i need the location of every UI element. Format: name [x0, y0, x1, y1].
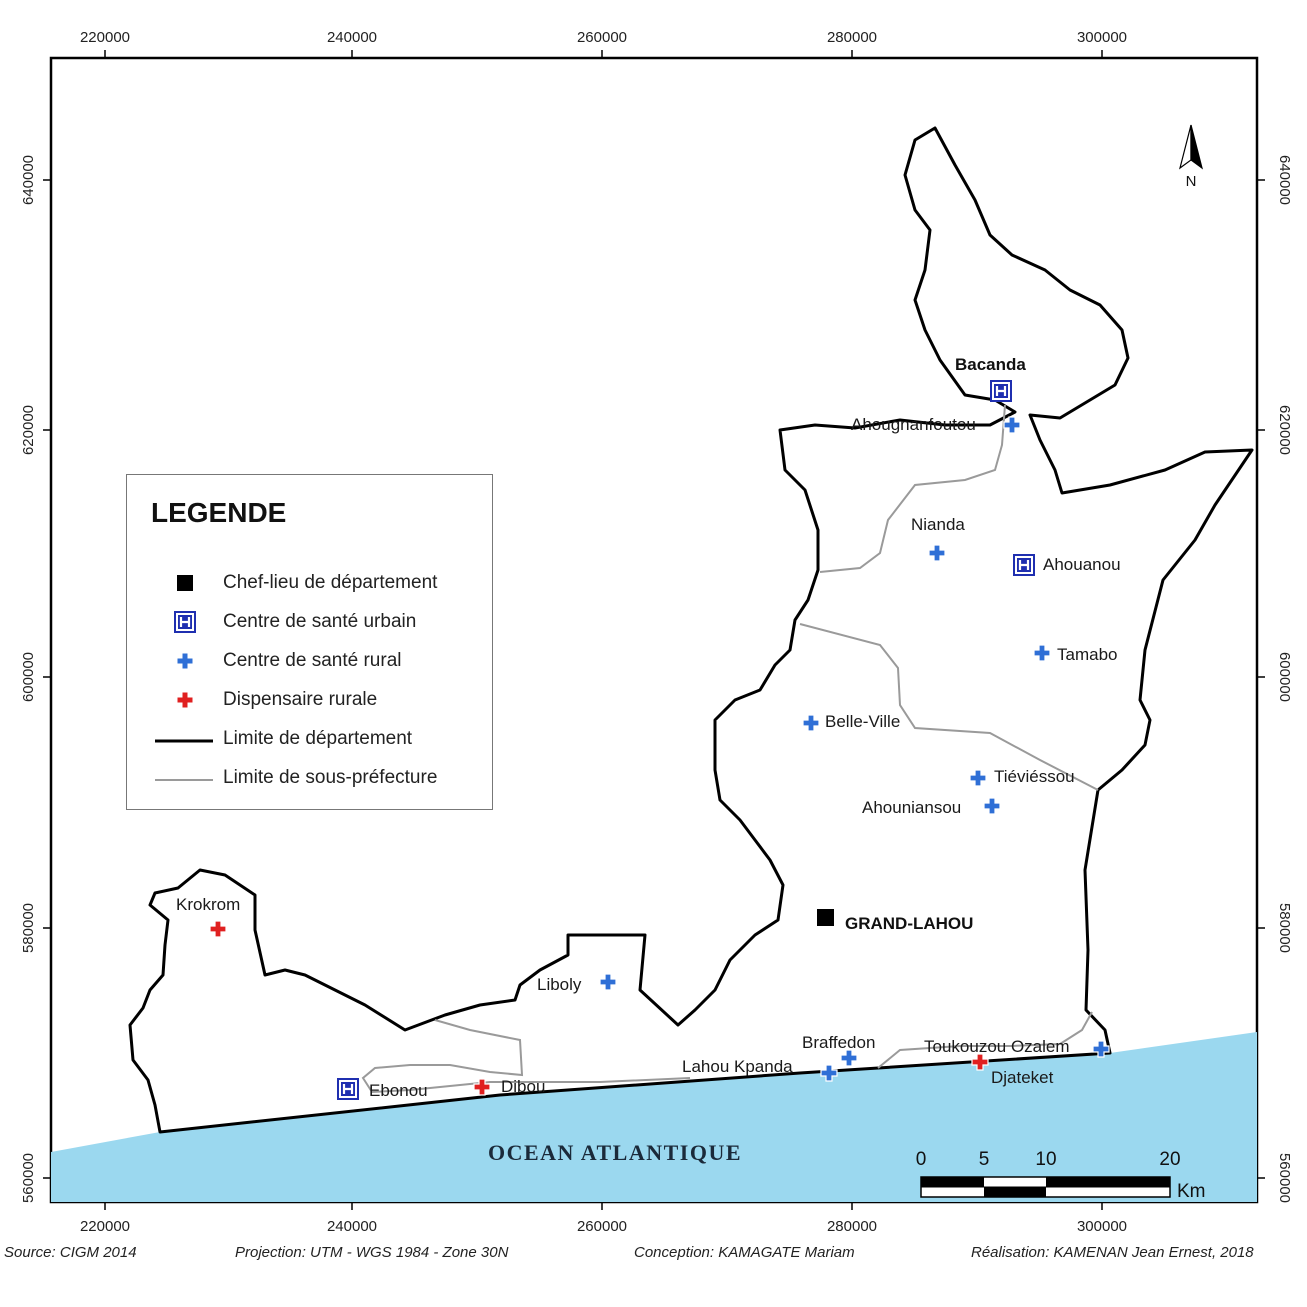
- tick-label: 240000: [327, 29, 377, 46]
- legend-item-department-limit: Limite de département: [127, 725, 492, 755]
- tick-label: 580000: [1276, 903, 1293, 953]
- north-arrow-icon: N: [1179, 124, 1203, 190]
- ocean-label: OCEAN ATLANTIQUE: [488, 1140, 742, 1165]
- place-tamabo: Tamabo: [1057, 645, 1117, 664]
- y-axis-right: 640000 620000 600000 580000 560000: [1257, 155, 1293, 1203]
- tick-label: 560000: [20, 1153, 37, 1203]
- scale-label: 20: [1159, 1149, 1180, 1170]
- tick-label: 560000: [1276, 1153, 1293, 1203]
- tick-label: 300000: [1077, 1218, 1127, 1235]
- place-bacanda: Bacanda: [955, 355, 1026, 374]
- ocean-area: [51, 1032, 1257, 1202]
- place-lahou-kpanda: Lahou Kpanda: [682, 1057, 793, 1076]
- urban-health-icon: [337, 1078, 359, 1100]
- footer-projection: Projection: UTM - WGS 1984 - Zone 30N: [235, 1244, 509, 1261]
- place-liboly: Liboly: [537, 975, 582, 994]
- tick-label: 640000: [1276, 155, 1293, 205]
- tick-label: 620000: [1276, 405, 1293, 455]
- urban-health-icon: [1013, 554, 1035, 576]
- chef-lieu-marker: [817, 909, 834, 926]
- tick-label: 620000: [20, 405, 37, 455]
- tick-label: 280000: [827, 1218, 877, 1235]
- urban-health-icon: [990, 380, 1012, 402]
- place-dibou: Dibou: [501, 1077, 545, 1096]
- tick-label: 600000: [1276, 652, 1293, 702]
- tick-label: 580000: [20, 903, 37, 953]
- rural-health-cross-icon: [176, 652, 194, 670]
- place-nianda: Nianda: [911, 515, 965, 534]
- place-belle-ville: Belle-Ville: [825, 712, 900, 731]
- place-braffedon: Braffedon: [802, 1033, 875, 1052]
- urban-health-icon: [174, 611, 196, 633]
- tick-label: 300000: [1077, 29, 1127, 46]
- scale-unit: Km: [1177, 1181, 1206, 1202]
- place-djateket: Djateket: [991, 1068, 1054, 1087]
- tick-label: 220000: [80, 1218, 130, 1235]
- place-krokrom: Krokrom: [176, 895, 240, 914]
- place-ahouanou: Ahouanou: [1043, 555, 1121, 574]
- y-axis-left: 640000 620000 600000 580000 560000: [20, 155, 51, 1203]
- legend-item-urban-health: Centre de santé urbain: [127, 608, 492, 638]
- x-axis-top: 220000 240000 260000 280000 300000: [80, 29, 1127, 58]
- scale-label: 5: [979, 1149, 990, 1170]
- legend-item-dispensary: Dispensaire rurale: [127, 686, 492, 716]
- footer-realisation: Réalisation: KAMENAN Jean Ernest, 2018: [971, 1244, 1254, 1261]
- tick-label: 640000: [20, 155, 37, 205]
- legend-label: Limite de département: [223, 728, 413, 749]
- grey-line-icon: [155, 779, 213, 781]
- place-toukouzou: Toukouzou Ozalem: [924, 1037, 1070, 1056]
- north-label: N: [1186, 173, 1197, 190]
- dispensary-cross-icon: [176, 691, 194, 709]
- place-ahougnanfoutou: Ahougnanfoutou: [851, 415, 976, 434]
- black-square-icon: [177, 575, 193, 591]
- tick-label: 220000: [80, 29, 130, 46]
- legend-title: LEGENDE: [151, 497, 287, 528]
- legend-label: Chef-lieu de département: [223, 572, 438, 593]
- scale-label: 0: [916, 1149, 927, 1170]
- scale-label: 10: [1035, 1149, 1056, 1170]
- place-tieviessou: Tiéviéssou: [994, 767, 1075, 786]
- tick-label: 260000: [577, 29, 627, 46]
- legend-item-rural-health: Centre de santé rural: [127, 647, 492, 677]
- tick-label: 280000: [827, 29, 877, 46]
- footer-conception: Conception: KAMAGATE Mariam: [634, 1244, 855, 1261]
- legend-label: Dispensaire rurale: [223, 689, 378, 710]
- legend: LEGENDE Chef-lieu de département Centre …: [126, 474, 493, 810]
- department-boundary: [128, 126, 1254, 1134]
- place-ebonou: Ebonou: [369, 1081, 428, 1100]
- legend-item-sub-prefecture-limit: Limite de sous-préfecture: [127, 764, 492, 794]
- tick-label: 240000: [327, 1218, 377, 1235]
- legend-label: Centre de santé urbain: [223, 611, 417, 632]
- x-axis-bottom: 220000 240000 260000 280000 300000: [80, 1202, 1127, 1235]
- black-line-icon: [155, 739, 213, 743]
- legend-item-chef-lieu: Chef-lieu de département: [127, 569, 492, 599]
- place-grand-lahou: GRAND-LAHOU: [845, 914, 973, 933]
- tick-label: 600000: [20, 652, 37, 702]
- footer-source: Source: CIGM 2014: [4, 1244, 137, 1261]
- tick-label: 260000: [577, 1218, 627, 1235]
- sub-prefecture-limits: [361, 404, 1099, 1094]
- legend-label: Limite de sous-préfecture: [223, 767, 438, 788]
- legend-label: Centre de santé rural: [223, 650, 402, 671]
- scale-bar: 0 5 10 20 Km: [916, 1149, 1206, 1202]
- place-ahouniansou: Ahouniansou: [862, 798, 961, 817]
